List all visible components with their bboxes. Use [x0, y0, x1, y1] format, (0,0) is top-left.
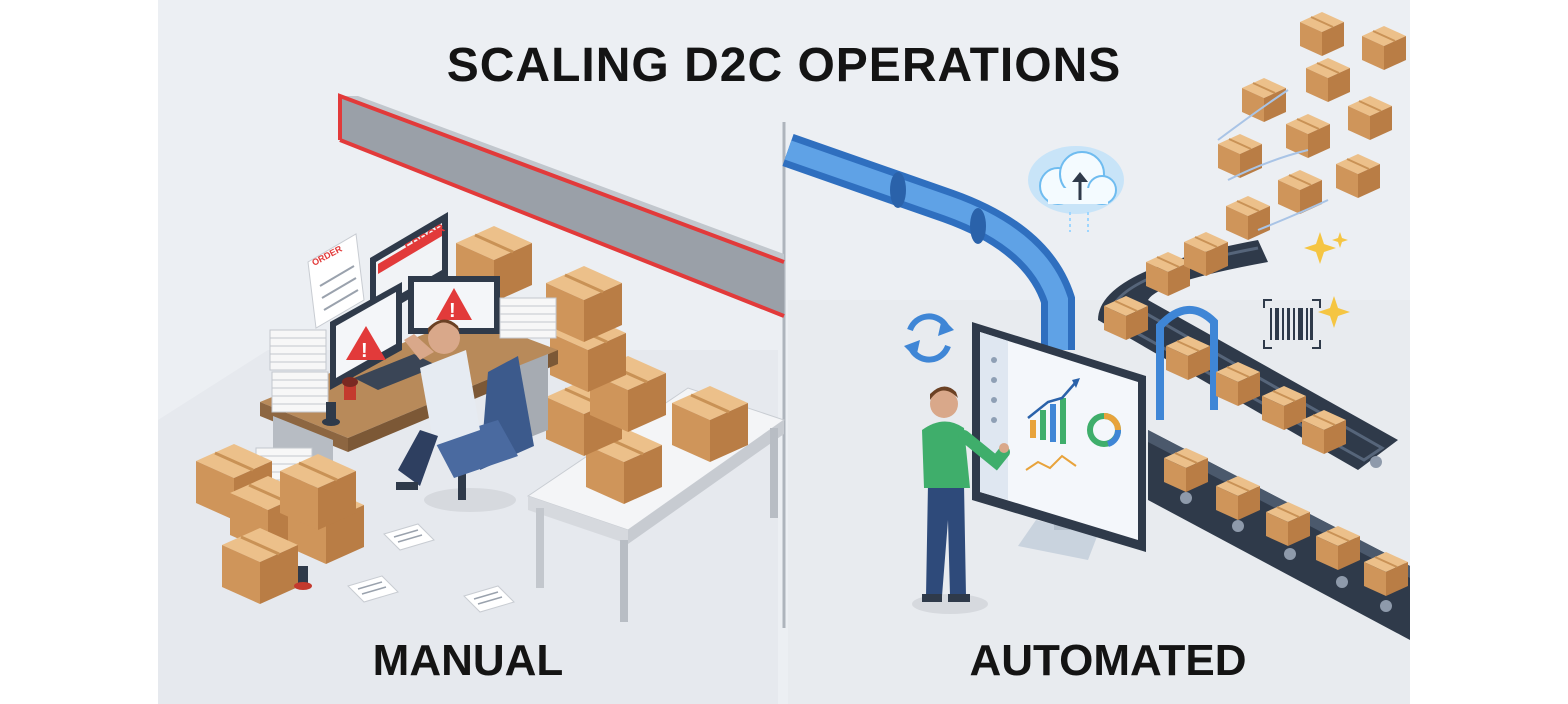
rubber-stamp — [322, 402, 340, 426]
paper-stack — [271, 371, 329, 413]
flying-boxes — [1217, 11, 1407, 241]
conveyor-support — [1156, 305, 1218, 420]
paper-stack — [499, 297, 557, 339]
cloud-upload-icon — [1028, 146, 1124, 232]
bar-chart-icon — [1027, 378, 1080, 444]
rubber-stamp — [342, 377, 358, 400]
donut-chart-icon — [1087, 413, 1121, 447]
manual-label: MANUAL — [372, 636, 564, 685]
sync-icon — [904, 313, 954, 363]
bottleneck-beam — [338, 93, 785, 318]
warning-monitor-left: ! — [330, 282, 402, 390]
warning-icon — [436, 288, 472, 320]
error-monitor: ERROR — [370, 212, 448, 322]
illustration-panel: ERROR ! ! ORDER — [158, 0, 1410, 704]
illustration-canvas: ERROR ! ! ORDER — [158, 11, 1410, 704]
warning-icon — [346, 326, 386, 360]
paper-stack — [269, 329, 327, 371]
rubber-stamp — [294, 566, 312, 590]
page-title: SCALING D2C OPERATIONS — [446, 39, 1122, 92]
barcode-icon — [1263, 299, 1321, 349]
operator-person — [912, 386, 1010, 614]
automated-label: AUTOMATED — [969, 636, 1247, 685]
trend-line — [1025, 454, 1077, 471]
svg-text:!: ! — [361, 340, 368, 362]
stressed-worker — [396, 319, 534, 512]
data-pipeline — [782, 133, 1075, 350]
keyboard — [354, 354, 438, 390]
sparkle-icon — [1304, 232, 1350, 328]
dashboard-monitor — [972, 322, 1146, 560]
svg-text:!: ! — [449, 300, 456, 322]
